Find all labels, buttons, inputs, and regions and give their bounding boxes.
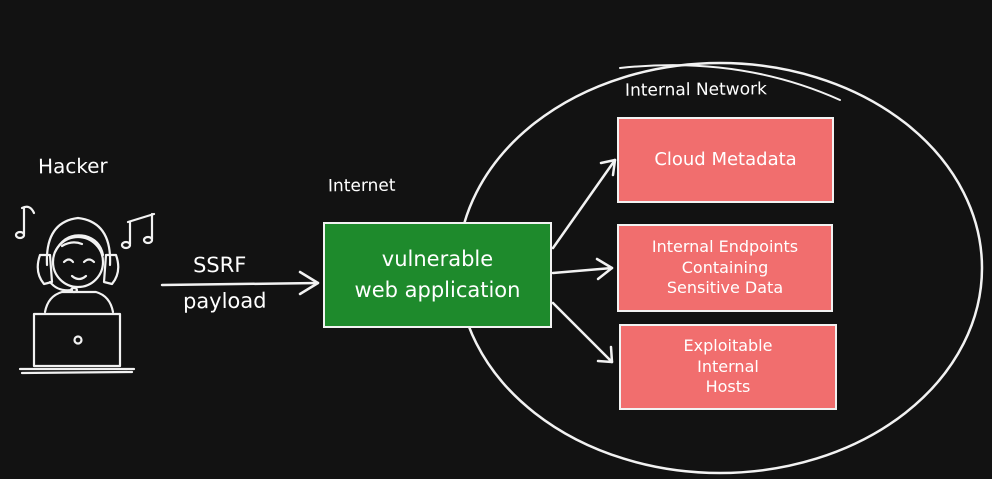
payload-label-line1: SSRF xyxy=(192,252,247,278)
target-box-line: Cloud Metadata xyxy=(654,149,797,171)
target-box-line: Containing xyxy=(681,257,769,277)
music-note-left-icon xyxy=(14,205,36,240)
hacker-figure xyxy=(14,205,156,375)
target-box-exploitable-hosts: Exploitable Internal Hosts xyxy=(619,324,837,410)
headphones-icon xyxy=(45,216,112,267)
payload-label-line2: payload xyxy=(182,288,267,314)
music-note-right-icon xyxy=(120,212,156,250)
internal-network-label: Internal Network xyxy=(624,79,768,101)
app-box-line1: vulnerable xyxy=(381,246,494,271)
laptop-icon xyxy=(32,312,122,368)
target-box-cloud-metadata: Cloud Metadata xyxy=(617,117,834,203)
internet-label: Internet xyxy=(327,175,396,197)
target-box-line: Sensitive Data xyxy=(666,278,784,298)
hacker-label: Hacker xyxy=(37,153,108,179)
hacker-head xyxy=(51,235,105,289)
target-box-line: Exploitable xyxy=(683,335,773,355)
app-box-line2: web application xyxy=(354,278,521,302)
vulnerable-web-app-box: vulnerable web application xyxy=(323,222,552,328)
arrow-to-exploitable-hosts xyxy=(551,301,614,364)
target-box-line: Internal xyxy=(697,356,759,376)
target-box-line: Internal Endpoints xyxy=(651,236,799,256)
payload-arrow xyxy=(160,270,320,296)
arrow-to-internal-endpoints xyxy=(551,257,614,281)
target-box-line: Hosts xyxy=(705,377,751,397)
internal-network-boundary-overstroke xyxy=(619,64,841,101)
target-box-internal-endpoints: Internal Endpoints Containing Sensitive … xyxy=(617,224,833,312)
arrow-to-cloud-metadata xyxy=(551,158,617,250)
